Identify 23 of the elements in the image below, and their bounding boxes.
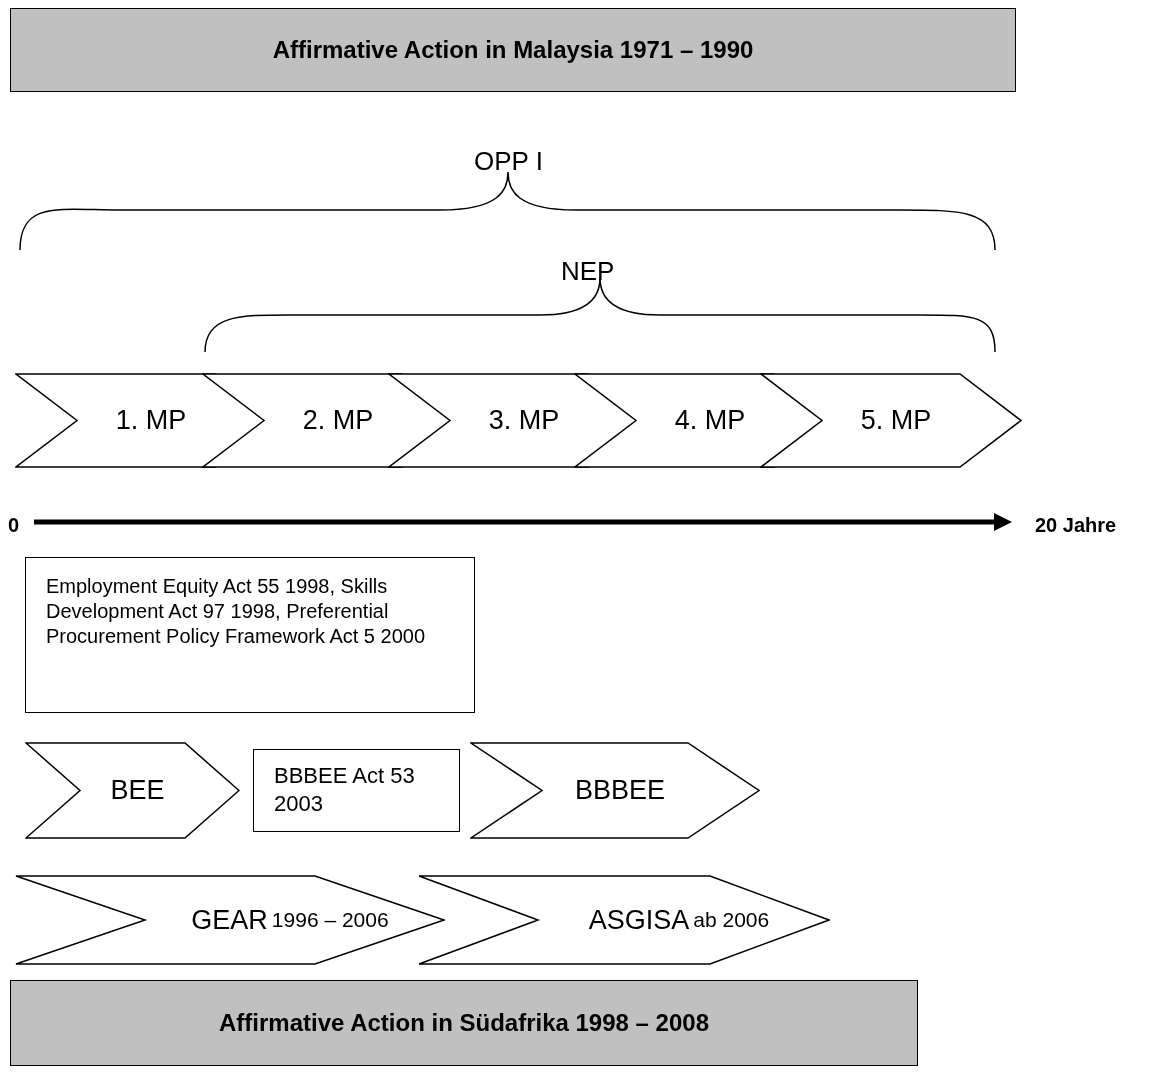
chevron-label: ab 2006 xyxy=(693,907,770,934)
chevron-label: 1. MP xyxy=(115,404,187,438)
axis-label: 0 xyxy=(8,513,20,538)
title-text: Affirmative Action in Südafrika 1998 – 2008 xyxy=(219,1008,709,1038)
brace-label: OPP I xyxy=(474,145,543,178)
chevron-label: 3. MP xyxy=(488,404,560,438)
chevron-label: GEAR xyxy=(191,903,268,937)
chevron-label: BEE xyxy=(110,774,165,808)
chevron-label: 4. MP xyxy=(674,404,746,438)
title-text: Affirmative Action in Malaysia 1971 – 1990 xyxy=(272,35,754,65)
axis-label: 20 Jahre xyxy=(1035,513,1117,538)
title-box xyxy=(10,980,918,1066)
text-box xyxy=(25,557,475,713)
chevron-label: 5. MP xyxy=(860,404,932,438)
chevron-label: 1996 – 2006 xyxy=(271,907,389,934)
text-box xyxy=(253,749,460,832)
box-text: BBBEE Act 53 2003 xyxy=(274,762,416,817)
chevron-label: 2. MP xyxy=(302,404,374,438)
title-box xyxy=(10,8,1016,92)
brace-label: NEP xyxy=(561,255,615,288)
chevron-label: ASGISA xyxy=(588,903,690,937)
chevron-label: BBBEE xyxy=(574,774,665,808)
box-text: Employment Equity Act 55 1998, Skills Development Act 97 1998, Preferential Procurement Policy Framework Act 5 2000 xyxy=(46,574,427,649)
